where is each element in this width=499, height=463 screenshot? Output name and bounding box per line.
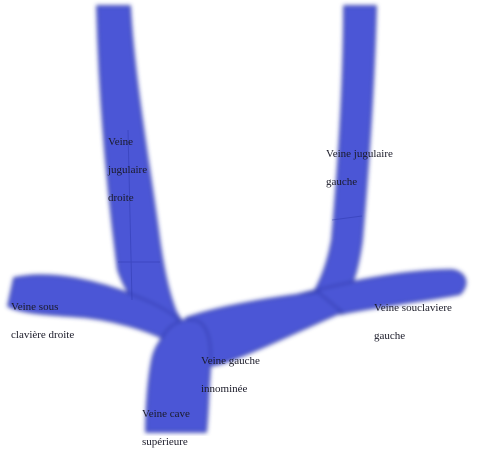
label-line: Veine souclaviere (374, 301, 452, 315)
label-line: supérieure (142, 435, 190, 449)
label-line: Veine sous (11, 300, 74, 314)
label-line: gauche (326, 175, 393, 189)
label-line: clavière droite (11, 328, 74, 342)
label-sous-claviere-droite: Veine sous clavière droite (11, 286, 74, 356)
label-jugulaire-gauche: Veine jugulaire gauche (326, 133, 393, 203)
label-line: gauche (374, 329, 452, 343)
label-line: Veine jugulaire (326, 147, 393, 161)
label-line: Veine gauche (201, 354, 260, 368)
label-line: Veine (108, 135, 147, 149)
label-gauche-innominee: Veine gauche innominée (201, 340, 260, 410)
label-line: jugulaire (108, 163, 147, 177)
label-cave-superieure: Veine cave supérieure (142, 393, 190, 463)
label-line: innominée (201, 382, 260, 396)
label-line: droite (108, 191, 147, 205)
label-souclaviere-gauche: Veine souclaviere gauche (374, 287, 452, 357)
vein-diagram: Veine jugulaire droite Veine jugulaire g… (0, 0, 499, 436)
label-jugulaire-droite: Veine jugulaire droite (108, 121, 147, 219)
label-line: Veine cave (142, 407, 190, 421)
